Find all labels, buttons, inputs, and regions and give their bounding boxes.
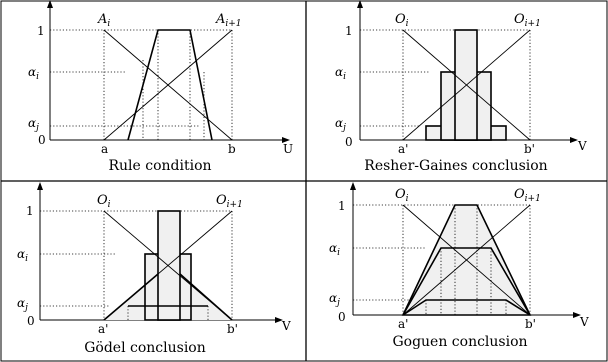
subscript: i (337, 248, 340, 258)
y-axis-arrow-icon (47, 0, 53, 8)
panel-goguen: Oi Oi+1 1 αi αj 0 a' b' V Goguen conclus… (329, 182, 589, 350)
axis-var-u: U (283, 142, 293, 156)
axis-var-v: V (281, 319, 291, 333)
x-axis-arrow-icon (282, 137, 290, 143)
caption-resher-gaines: Resher-Gaines conclusion (364, 158, 547, 174)
math-label: Oi+1 (514, 187, 541, 204)
set-a-i1-line (103, 29, 233, 141)
math-label: Ai+1 (215, 12, 242, 29)
math-label: Oi+1 (514, 12, 541, 29)
subscript: i (343, 72, 346, 82)
y-label-zero: 0 (345, 135, 353, 149)
subscript: i (36, 72, 39, 82)
y-label-one: 1 (37, 24, 45, 38)
x-axis-arrow-icon (570, 137, 578, 143)
panel-resher-gaines: Oi Oi+1 1 αi αj 0 a' b' V Resher-Gaines … (335, 0, 587, 174)
goguen-middle-shape (402, 247, 531, 316)
shape-stroke (103, 273, 159, 321)
symbol: α (329, 291, 337, 305)
symbol: α (335, 65, 343, 79)
panel-godel: Oi Oi+1 1 αi αj 0 a' b' V Gödel conclusi… (17, 182, 291, 356)
subscript: j (23, 303, 28, 313)
symbol: O (216, 193, 227, 208)
axis-var-v: V (577, 139, 587, 153)
subscript: i (108, 200, 111, 210)
math-label: αj (335, 116, 346, 133)
y-axis-arrow-icon (357, 0, 363, 8)
math-label: αj (17, 296, 28, 313)
subscript: j (34, 123, 39, 133)
symbol: α (17, 247, 25, 261)
x-label-b-prime: b' (525, 317, 536, 331)
x-axis-arrow-icon (275, 317, 283, 323)
shape-stroke (179, 273, 233, 321)
x-label-b: b (228, 142, 236, 156)
subscript: i (406, 194, 409, 204)
y-label-zero: 0 (38, 133, 46, 147)
math-label: αi (329, 241, 340, 258)
symbol: α (329, 241, 337, 255)
math-label: αi (335, 65, 346, 82)
trapezoid-shape (127, 29, 213, 141)
symbol: O (514, 187, 525, 202)
x-label-b-prime: b' (227, 322, 238, 336)
math-label: Oi (395, 187, 409, 204)
subscript: i+1 (525, 194, 541, 204)
symbol: O (395, 12, 406, 27)
x-label-a: a (101, 142, 108, 156)
math-label: Oi+1 (216, 193, 243, 210)
x-label-a-prime: a' (398, 317, 408, 331)
block-top (157, 210, 181, 321)
symbol: α (335, 116, 343, 130)
math-label: αi (17, 247, 28, 264)
x-label-b-prime: b' (524, 142, 535, 156)
caption-godel: Gödel conclusion (84, 340, 206, 356)
symbol: α (28, 116, 36, 130)
math-label: Oi (97, 193, 111, 210)
subscript: i+1 (225, 19, 241, 29)
math-label: αi (28, 65, 39, 82)
math-label: αj (28, 116, 39, 133)
subscript: i (107, 19, 110, 29)
symbol: O (395, 187, 406, 202)
symbol: α (17, 296, 25, 310)
subscript: j (341, 123, 346, 133)
subscript: i+1 (227, 200, 243, 210)
caption-goguen: Goguen conclusion (392, 334, 527, 350)
x-label-a-prime: a' (398, 142, 408, 156)
x-axis-arrow-icon (573, 312, 581, 318)
symbol: O (514, 12, 525, 27)
symbol: A (97, 12, 107, 27)
x-label-a-prime: a' (98, 322, 108, 336)
y-axis-arrow-icon (37, 182, 43, 190)
y-label-one: 1 (26, 204, 34, 218)
caption-rule-condition: Rule condition (108, 158, 211, 174)
panel-rule-condition: Ai Ai+1 1 αi αj 0 a b U Rule condition (28, 0, 293, 174)
math-label: αj (329, 291, 340, 308)
math-label: Oi (395, 12, 409, 29)
symbol: α (28, 65, 36, 79)
y-label-one: 1 (338, 199, 346, 213)
math-label: Ai (97, 12, 110, 29)
y-label-zero: 0 (338, 310, 346, 324)
y-axis-arrow-icon (350, 182, 356, 190)
y-label-one: 1 (345, 24, 353, 38)
set-o-i1-line (402, 29, 531, 141)
set-o-i1-line (402, 204, 531, 316)
symbol: O (97, 193, 108, 208)
subscript: i+1 (525, 19, 541, 29)
subscript: i (406, 19, 409, 29)
y-label-zero: 0 (27, 314, 35, 328)
subscript: j (335, 298, 340, 308)
axis-var-v: V (579, 315, 589, 329)
goguen-inner-shape (402, 299, 531, 316)
subscript: i (25, 254, 28, 264)
symbol: A (215, 12, 225, 27)
